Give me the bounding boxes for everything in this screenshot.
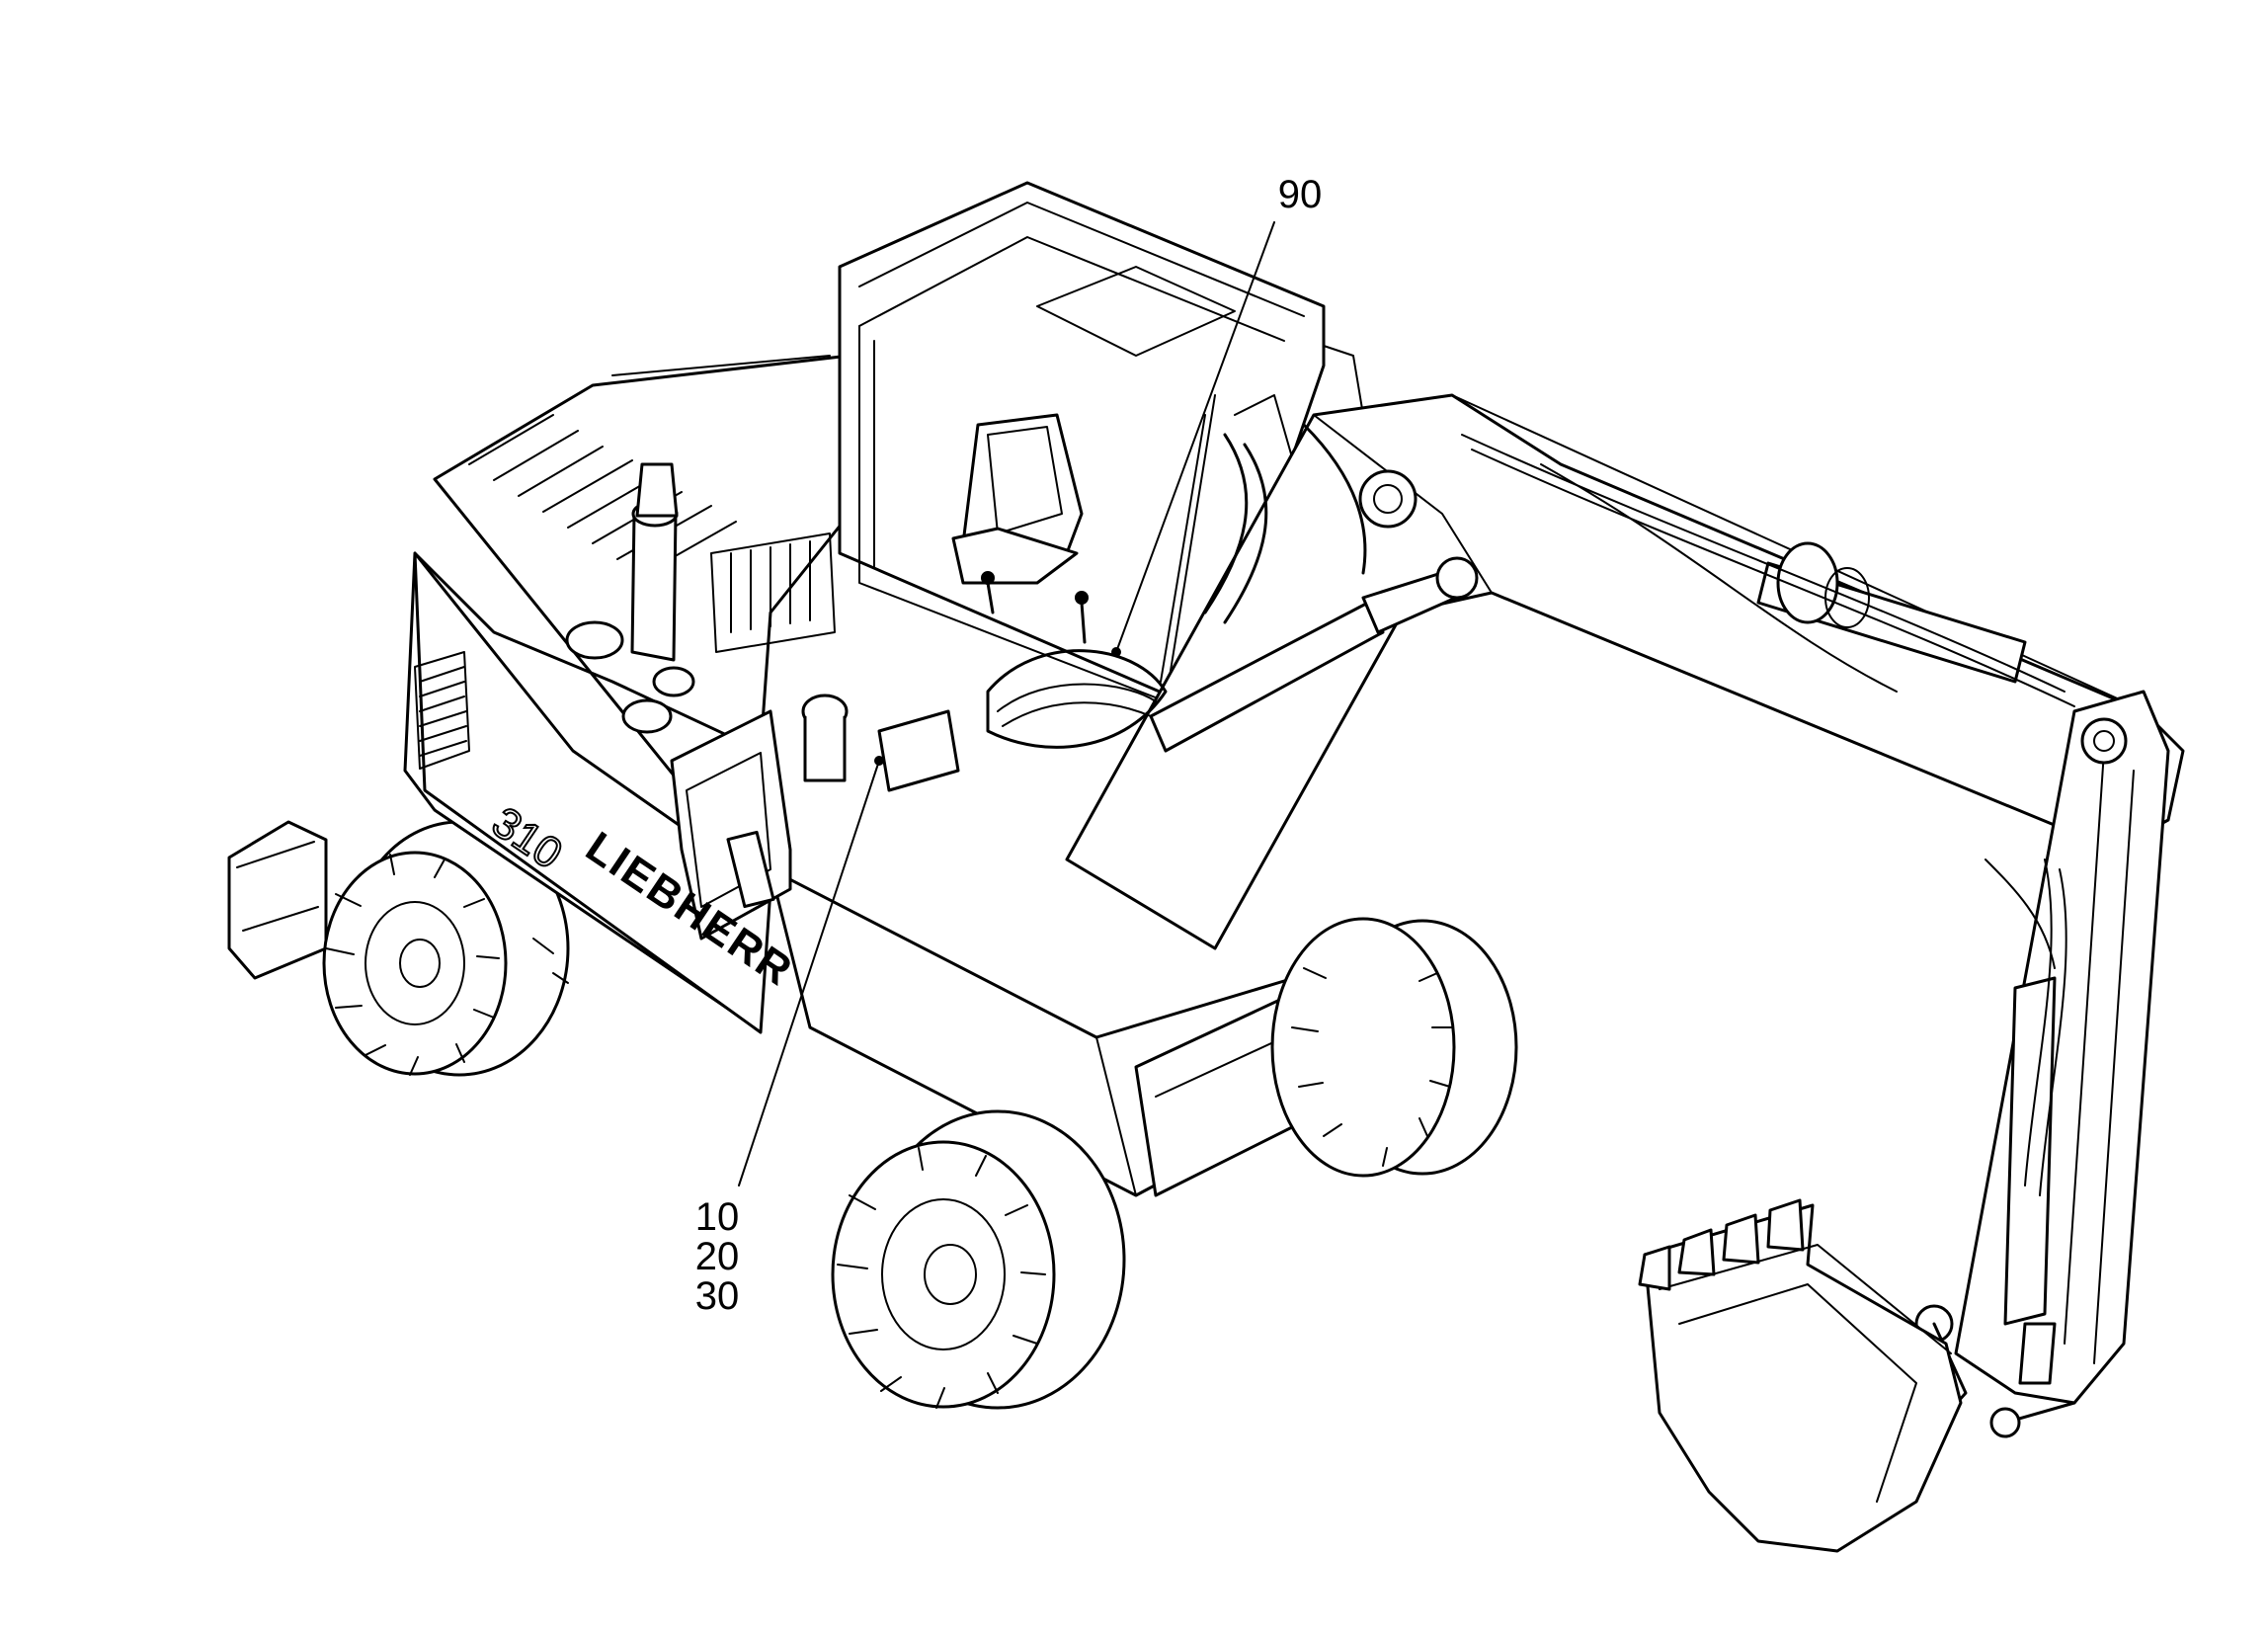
undercarriage (227, 820, 1296, 1197)
leader-point-90 (1111, 647, 1121, 657)
operator-cab (838, 181, 1364, 713)
upper-carriage (403, 354, 960, 1034)
callout-10-20-30: 10 20 30 (695, 756, 884, 1318)
wheel-rear-left (322, 820, 570, 1077)
callout-label-20: 20 (695, 1235, 740, 1278)
wheel-front-right (1270, 917, 1518, 1178)
callout-label-30: 30 (695, 1274, 740, 1318)
leader-line-10-20-30 (738, 760, 880, 1186)
leader-point-10-20-30 (874, 756, 884, 766)
callout-label-10: 10 (695, 1195, 740, 1239)
wheel-front-left (831, 1109, 1126, 1410)
boom-arm (986, 393, 2185, 1460)
callout-90: 90 (1111, 173, 1323, 657)
leader-line-90 (1115, 221, 1275, 653)
bucket (1638, 1198, 1963, 1553)
callout-label-90: 90 (1278, 173, 1323, 216)
